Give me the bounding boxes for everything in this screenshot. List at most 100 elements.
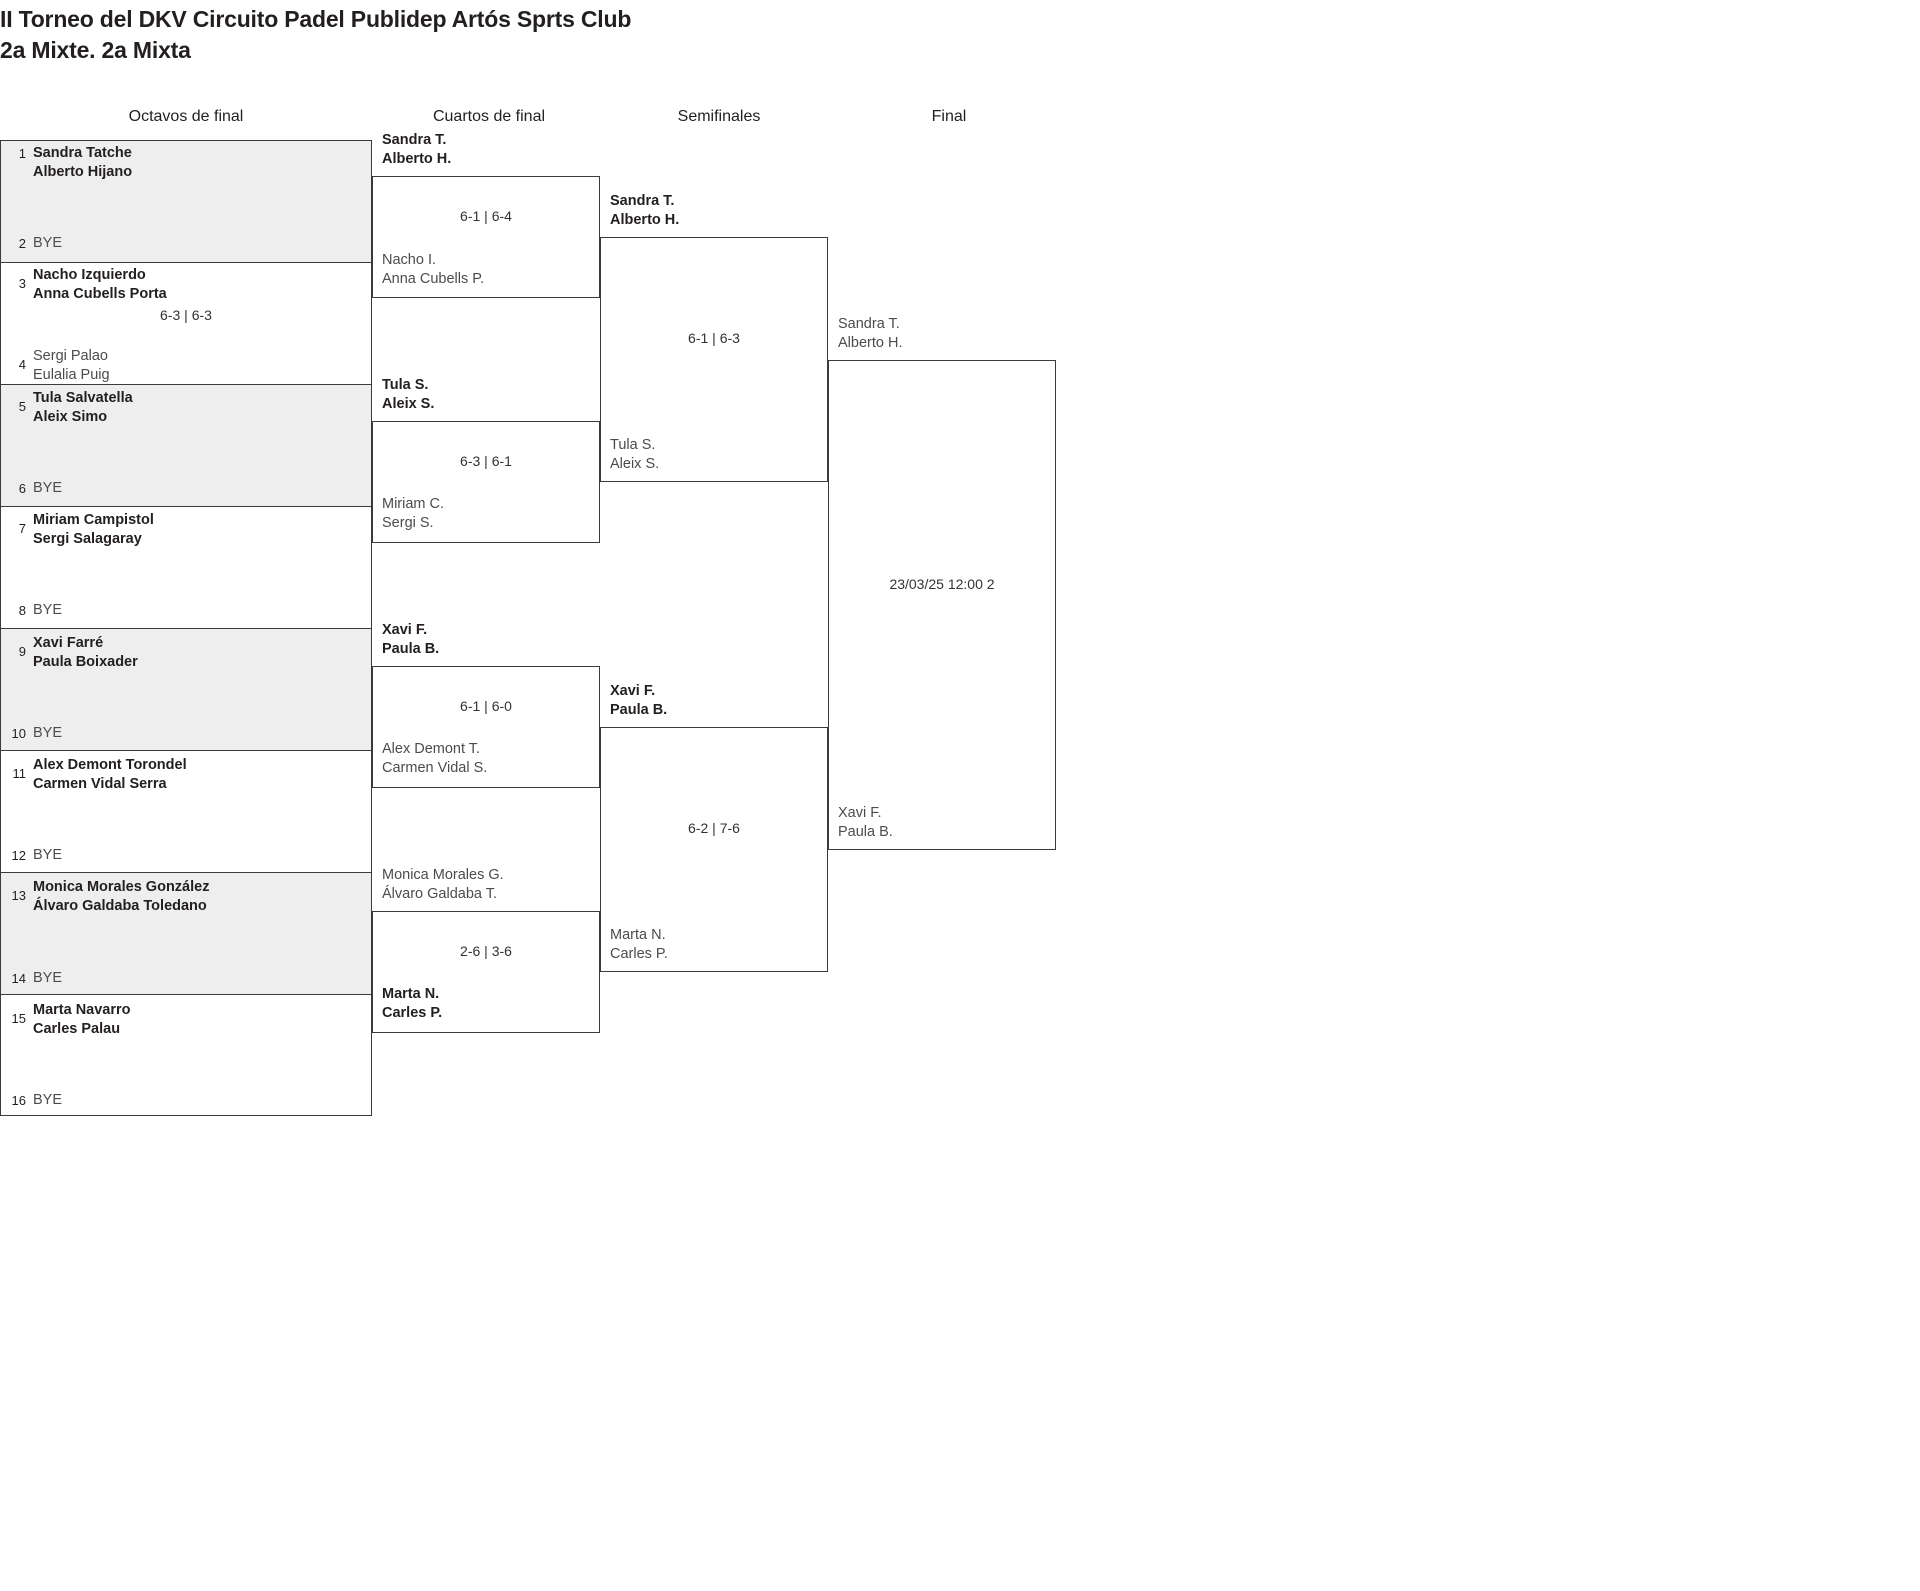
r3-team-top: Sandra T. Alberto H. [610, 192, 679, 230]
player-1: Marta N. [382, 986, 440, 1002]
r1-entry[interactable]: 10 BYE [0, 724, 62, 743]
seed-number: 4 [18, 357, 26, 372]
r1-match-cell[interactable] [0, 506, 372, 628]
player-2: Alberto H. [610, 212, 680, 228]
seed-number: 7 [18, 521, 26, 536]
team-names: BYE [33, 602, 63, 618]
match-score: 6-1 | 6-0 [460, 698, 512, 714]
round-header-octavos: Octavos de final [128, 108, 244, 125]
r2-match-box[interactable]: 6-3 | 6-1 [372, 421, 600, 543]
team-names: Marta Navarro Carles Palau [33, 1001, 131, 1039]
seed-number: 13 [11, 888, 26, 903]
match-score: 6-1 | 6-3 [688, 330, 740, 346]
team-names: Alex Demont Torondel Carmen Vidal Serra [33, 756, 187, 794]
r1-entry[interactable]: 7 Miriam Campistol Sergi Salagaray [0, 511, 154, 549]
r1-match-cell[interactable] [0, 994, 372, 1116]
team-names: Xavi Farré Paula Boixader [33, 634, 138, 672]
player-1: Monica Morales G. [382, 867, 504, 883]
player-2: Carmen Vidal S. [382, 760, 488, 776]
r2-team-top: Sandra T. Alberto H. [382, 131, 451, 169]
r2-team-top: Xavi F. Paula B. [382, 621, 439, 659]
r1-entry[interactable]: 11 Alex Demont Torondel Carmen Vidal Ser… [0, 756, 187, 794]
r2-match-box[interactable]: 6-1 | 6-0 [372, 666, 600, 788]
player-2: Álvaro Galdaba T. [382, 886, 497, 902]
player-1: Tula S. [382, 377, 429, 393]
r3-team-bottom: Tula S. Aleix S. [610, 436, 659, 474]
round-header-final: Final [931, 108, 967, 125]
player-2: Paula Boixader [33, 654, 138, 670]
player-2: Carles Palau [33, 1021, 121, 1037]
player-2: Paula B. [610, 702, 668, 718]
player-2: Alberto Hijano [33, 164, 133, 180]
final-schedule: 23/03/25 12:00 2 [889, 576, 995, 592]
player-2: Aleix S. [382, 396, 435, 412]
r1-entry[interactable]: 3 Nacho Izquierdo Anna Cubells Porta [0, 266, 167, 304]
tournament-bracket: 1 Sandra Tatche Alberto Hijano 2 BYE 3 N… [0, 132, 1300, 1116]
r3-match-box[interactable]: 6-1 | 6-3 [600, 237, 828, 482]
r1-score: 6-3 | 6-3 [160, 307, 212, 323]
r2-match-box[interactable]: 2-6 | 3-6 [372, 911, 600, 1033]
player-2: Paula B. [838, 824, 893, 840]
player-1: Miriam Campistol [33, 512, 154, 528]
seed-number: 16 [11, 1093, 26, 1108]
player-2: Eulalia Puig [33, 367, 110, 383]
r1-entry[interactable]: 13 Monica Morales González Álvaro Galdab… [0, 878, 210, 916]
r2-match-box[interactable]: 6-1 | 6-4 [372, 176, 600, 298]
r1-entry[interactable]: 4 Sergi Palao Eulalia Puig [0, 347, 110, 385]
team-names: BYE [33, 1092, 63, 1108]
seed-number: 10 [11, 726, 26, 741]
seed-number: 12 [11, 848, 26, 863]
team-names: Sergi Palao Eulalia Puig [33, 347, 110, 385]
r2-team-bottom: Marta N. Carles P. [382, 985, 442, 1023]
player-2: Paula B. [382, 641, 440, 657]
player-1: Sandra Tatche [33, 145, 132, 161]
team-names: Nacho Izquierdo Anna Cubells Porta [33, 266, 167, 304]
r2-team-top: Tula S. Aleix S. [382, 376, 434, 414]
page-header: II Torneo del DKV Circuito Padel Publide… [0, 4, 1200, 66]
final-team-top: Sandra T. Alberto H. [838, 315, 902, 353]
r1-entry[interactable]: 8 BYE [0, 601, 62, 620]
player-2: Sergi Salagaray [33, 531, 142, 547]
team-names: BYE [33, 235, 63, 251]
r2-team-bottom: Nacho I. Anna Cubells P. [382, 251, 484, 289]
player-1: Nacho I. [382, 252, 436, 268]
player-1: Sergi Palao [33, 348, 108, 364]
final-match-box[interactable]: 23/03/25 12:00 2 [828, 360, 1056, 850]
r1-entry[interactable]: 12 BYE [0, 846, 62, 865]
r1-entry[interactable]: 14 BYE [0, 969, 62, 988]
r1-entry[interactable]: 9 Xavi Farré Paula Boixader [0, 634, 138, 672]
r3-team-top: Xavi F. Paula B. [610, 682, 667, 720]
r1-entry[interactable]: 15 Marta Navarro Carles Palau [0, 1001, 131, 1039]
r3-match-box[interactable]: 6-2 | 7-6 [600, 727, 828, 972]
player-2: Álvaro Galdaba Toledano [33, 898, 207, 914]
r1-entry[interactable]: 6 BYE [0, 479, 62, 498]
team-names: Monica Morales González Álvaro Galdaba T… [33, 878, 209, 916]
player-1: Xavi Farré [33, 635, 104, 651]
r2-team-top: Monica Morales G. Álvaro Galdaba T. [382, 866, 504, 904]
match-score: 6-2 | 7-6 [688, 820, 740, 836]
r2-team-bottom: Miriam C. Sergi S. [382, 495, 444, 533]
r1-entry[interactable]: 1 Sandra Tatche Alberto Hijano [0, 144, 132, 182]
r1-match-cell[interactable] [0, 872, 372, 994]
r1-entry[interactable]: 5 Tula Salvatella Aleix Simo [0, 389, 133, 427]
r1-match-cell[interactable] [0, 262, 372, 384]
match-score: 2-6 | 3-6 [460, 943, 512, 959]
r1-match-cell[interactable] [0, 628, 372, 750]
r3-team-bottom: Marta N. Carles P. [610, 926, 668, 964]
round-header-semifinales: Semifinales [677, 108, 761, 125]
r1-match-cell[interactable] [0, 384, 372, 506]
final-team-bottom: Xavi F. Paula B. [838, 804, 893, 842]
seed-number: 2 [18, 236, 26, 251]
player-1: Alex Demont Torondel [33, 757, 187, 773]
team-names: BYE [33, 725, 63, 741]
seed-number: 5 [18, 399, 26, 414]
player-2: Carmen Vidal Serra [33, 776, 167, 792]
player-2: Anna Cubells Porta [33, 286, 167, 302]
r1-entry[interactable]: 16 BYE [0, 1091, 62, 1110]
r1-match-cell[interactable] [0, 140, 372, 262]
seed-number: 8 [18, 603, 26, 618]
team-names: BYE [33, 847, 63, 863]
r1-match-cell[interactable] [0, 750, 372, 872]
round-header-cuartos: Cuartos de final [432, 108, 546, 125]
r1-entry[interactable]: 2 BYE [0, 234, 62, 253]
